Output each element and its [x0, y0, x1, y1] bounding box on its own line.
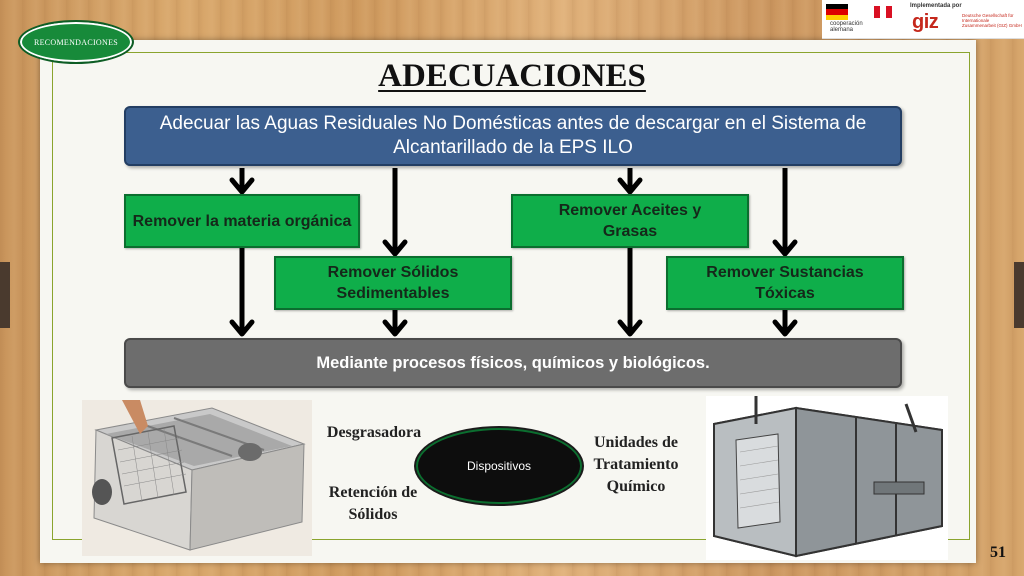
implemented-by-text: Implementada por [910, 3, 962, 9]
chemical-unit-photo [706, 396, 948, 560]
action-box-solidos: Remover Sólidos Sedimentables [274, 256, 512, 310]
partner-logos: cooperación alemana Implementada por giz… [822, 0, 1024, 39]
unidades-tratamiento-label: Unidades de Tratamiento Químico [593, 434, 679, 495]
action-label: Remover Sólidos Sedimentables [327, 264, 459, 302]
badge-label: RECOMENDACIONES [33, 37, 119, 47]
action-label: Remover la materia orgánica [132, 212, 352, 230]
cooperacion-text: cooperación alemana [830, 21, 863, 33]
action-box-toxicas: Remover Sustancias Tóxicas [666, 256, 904, 310]
recomendaciones-badge[interactable]: RECOMENDACIONES [18, 20, 134, 64]
action-box-materia-organica: Remover la materia orgánica [124, 194, 360, 248]
page-number: 51 [990, 544, 1006, 561]
peru-flag-icon [874, 6, 892, 18]
slide-title: ADECUACIONES [378, 58, 646, 94]
right-edge-tab [1014, 262, 1024, 328]
giz-description: Deutsche Gesellschaft für Internationale… [962, 13, 1022, 28]
process-text: Mediante procesos físicos, químicos y bi… [316, 353, 710, 372]
grease-trap-photo [82, 400, 312, 556]
action-box-aceites: Remover Aceites y Grasas [511, 194, 749, 248]
giz-logo: giz [912, 11, 939, 33]
dispositivos-oval: Dispositivos [416, 428, 582, 504]
dispositivos-label: Dispositivos [466, 459, 532, 473]
action-label: Remover Aceites y Grasas [558, 202, 702, 240]
germany-flag-icon [826, 4, 848, 20]
retencion-solidos-label: Retención de Sólidos [328, 484, 418, 523]
desgrasadora-label: Desgrasadora [326, 424, 422, 441]
process-box: Mediante procesos físicos, químicos y bi… [124, 338, 902, 388]
left-edge-tab [0, 262, 10, 328]
slide-frame [52, 52, 970, 540]
cooperacion-alemana-logo: cooperación alemana [826, 4, 896, 34]
objective-text: Adecuar las Aguas Residuales No Doméstic… [159, 113, 867, 158]
objective-box: Adecuar las Aguas Residuales No Doméstic… [124, 106, 902, 166]
action-label: Remover Sustancias Tóxicas [706, 264, 864, 302]
